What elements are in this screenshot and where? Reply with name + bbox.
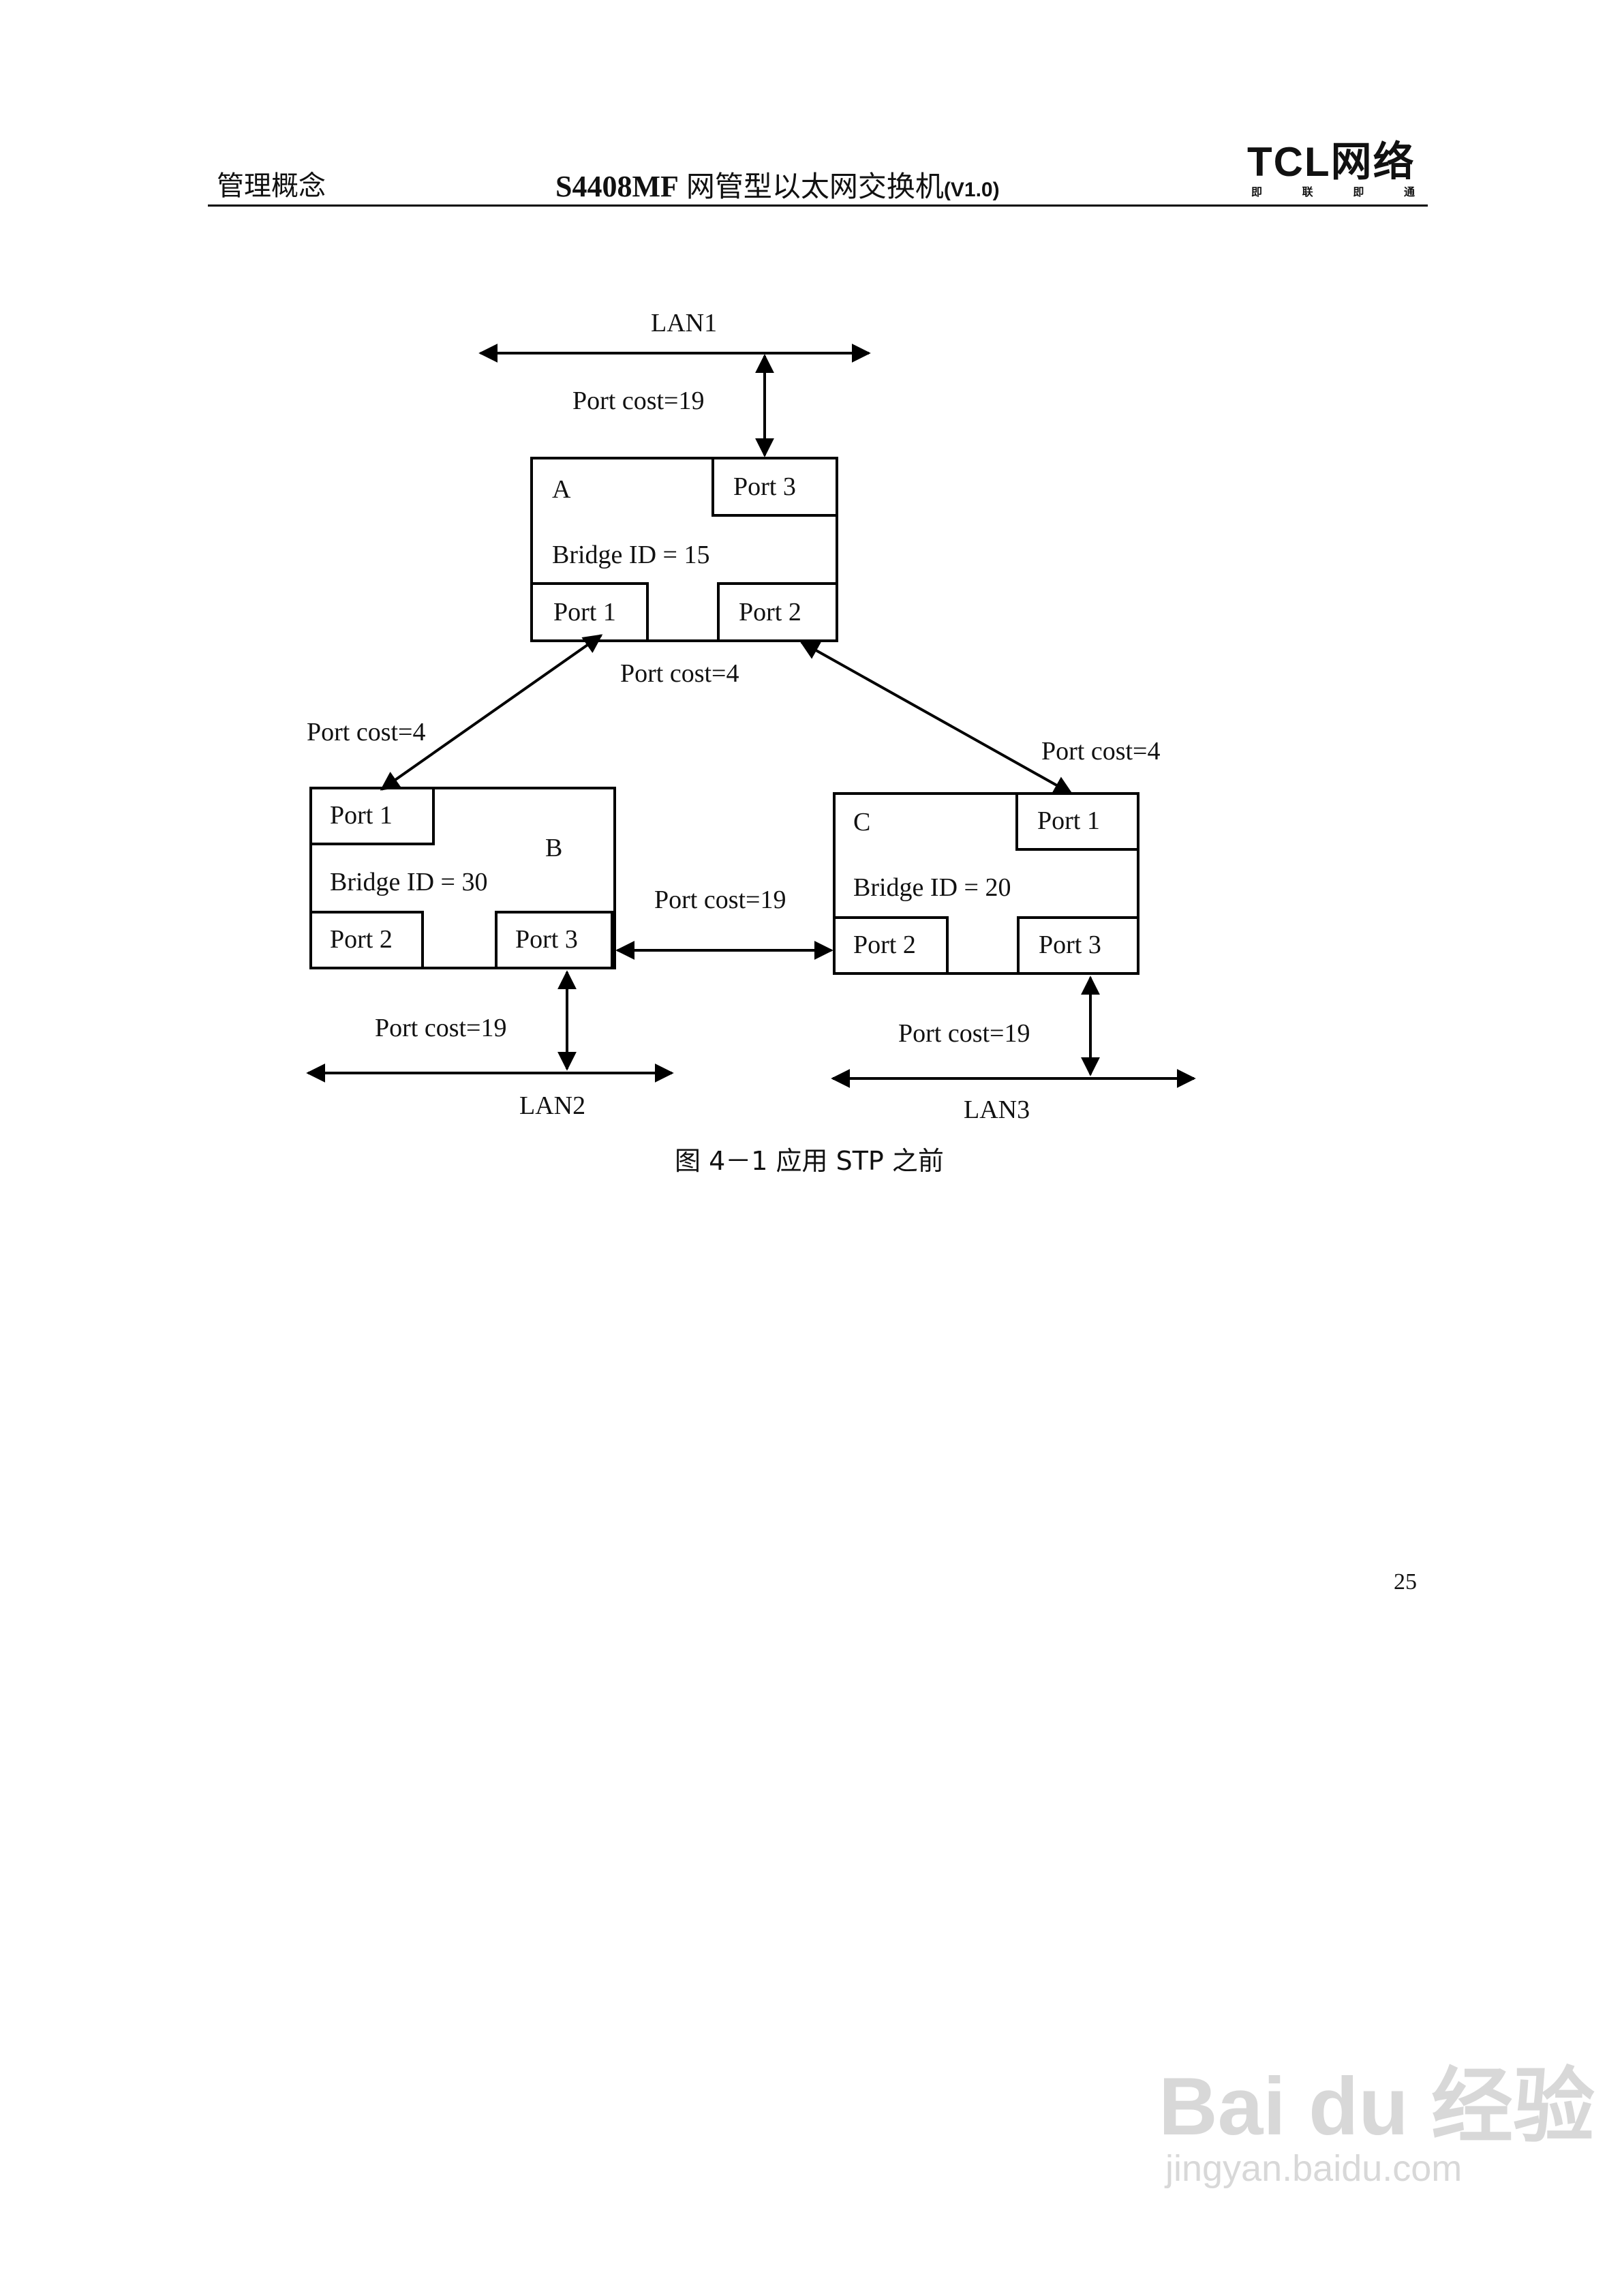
logo-slogan-char: 即 <box>1251 185 1263 198</box>
logo-main-text: TCL网络 <box>1247 139 1416 185</box>
cost-a-b-center: Port cost=4 <box>620 659 739 688</box>
logo-slogan-char: 联 <box>1302 185 1313 198</box>
lan1-label: LAN1 <box>651 309 717 337</box>
page-number: 25 <box>1394 1569 1417 1595</box>
bridge-c-box <box>833 792 1139 975</box>
link-a-c <box>799 641 1073 795</box>
header-section-title: 管理概念 <box>217 170 326 202</box>
bridge-a-box <box>530 457 838 642</box>
bridge-c-port2-label: Port 2 <box>853 931 916 959</box>
bridge-c-port3-box <box>1017 916 1139 975</box>
header-document-title: S4408MF 网管型以太网交换机(V1.0) <box>555 164 1000 205</box>
bridge-c-port2-box <box>833 916 949 975</box>
tcl-logo: TCL网络 即 联 即 通 <box>1247 139 1421 199</box>
bridge-b-box <box>309 787 616 969</box>
bridge-b-port2-label: Port 2 <box>330 925 393 954</box>
bridge-c-name: C <box>853 808 870 836</box>
bridge-c-port3-label: Port 3 <box>1039 931 1101 959</box>
bridge-b-port1-label: Port 1 <box>330 801 393 830</box>
cost-c-lan3: Port cost=19 <box>898 1019 1030 1048</box>
cost-b-c: Port cost=19 <box>654 886 786 914</box>
lan2-label: LAN2 <box>519 1091 585 1120</box>
bridge-b-port3-label: Port 3 <box>515 925 578 954</box>
stp-network-diagram: LAN1 Port cost=19 A Port 3 Bridge ID = 1… <box>306 309 1196 1124</box>
bridge-b-name: B <box>545 834 562 862</box>
header-version: (V1.0) <box>943 179 1000 201</box>
cost-a-b-left: Port cost=4 <box>307 718 426 746</box>
header-rule <box>208 205 1428 207</box>
watermark-main: Bai du 经验 <box>1159 2061 1595 2152</box>
watermark-url: jingyan.baidu.com <box>1165 2148 1463 2189</box>
bridge-a: A Port 3 Bridge ID = 15 Port 1 Port 2 <box>530 457 838 642</box>
header-model: S4408MF <box>555 170 679 203</box>
bridge-c: C Port 1 Bridge ID = 20 Port 2 Port 3 <box>833 792 1139 975</box>
bridge-a-port3-label: Port 3 <box>733 472 796 501</box>
bridge-c-port1-box <box>1015 792 1139 851</box>
link-a-b <box>380 634 603 791</box>
bridge-b-id: Bridge ID = 30 <box>330 868 487 896</box>
cost-b-lan2: Port cost=19 <box>375 1014 507 1042</box>
logo-slogan-char: 通 <box>1403 185 1415 198</box>
lan3-label: LAN3 <box>964 1096 1030 1124</box>
bridge-a-name: A <box>552 475 571 504</box>
bridge-b: Port 1 B Bridge ID = 30 Port 2 Port 3 <box>309 787 616 969</box>
bridge-a-id: Bridge ID = 15 <box>552 541 709 569</box>
bridge-a-port3-box <box>711 457 838 517</box>
cost-a-c: Port cost=4 <box>1041 737 1161 766</box>
baidu-watermark: Bai du 经验 jingyan.baidu.com <box>1159 2066 1595 2190</box>
logo-slogan: 即 联 即 通 <box>1251 183 1415 199</box>
cost-lan1-a: Port cost=19 <box>572 387 705 415</box>
bridge-a-port2-label: Port 2 <box>739 598 801 626</box>
bridge-b-port3-box <box>495 911 613 969</box>
bridge-a-port2-box <box>717 582 838 642</box>
bridge-b-port2-box <box>309 911 424 969</box>
header-product-name: 网管型以太网交换机 <box>686 170 944 203</box>
logo-slogan-char: 即 <box>1353 185 1364 198</box>
figure-caption: 图 4－1 应用 STP 之前 <box>675 1146 944 1176</box>
bridge-c-id: Bridge ID = 20 <box>853 873 1011 902</box>
bridge-b-port1-box <box>309 787 435 845</box>
bridge-a-port1-label: Port 1 <box>553 598 616 626</box>
bridge-c-port1-label: Port 1 <box>1037 806 1100 835</box>
